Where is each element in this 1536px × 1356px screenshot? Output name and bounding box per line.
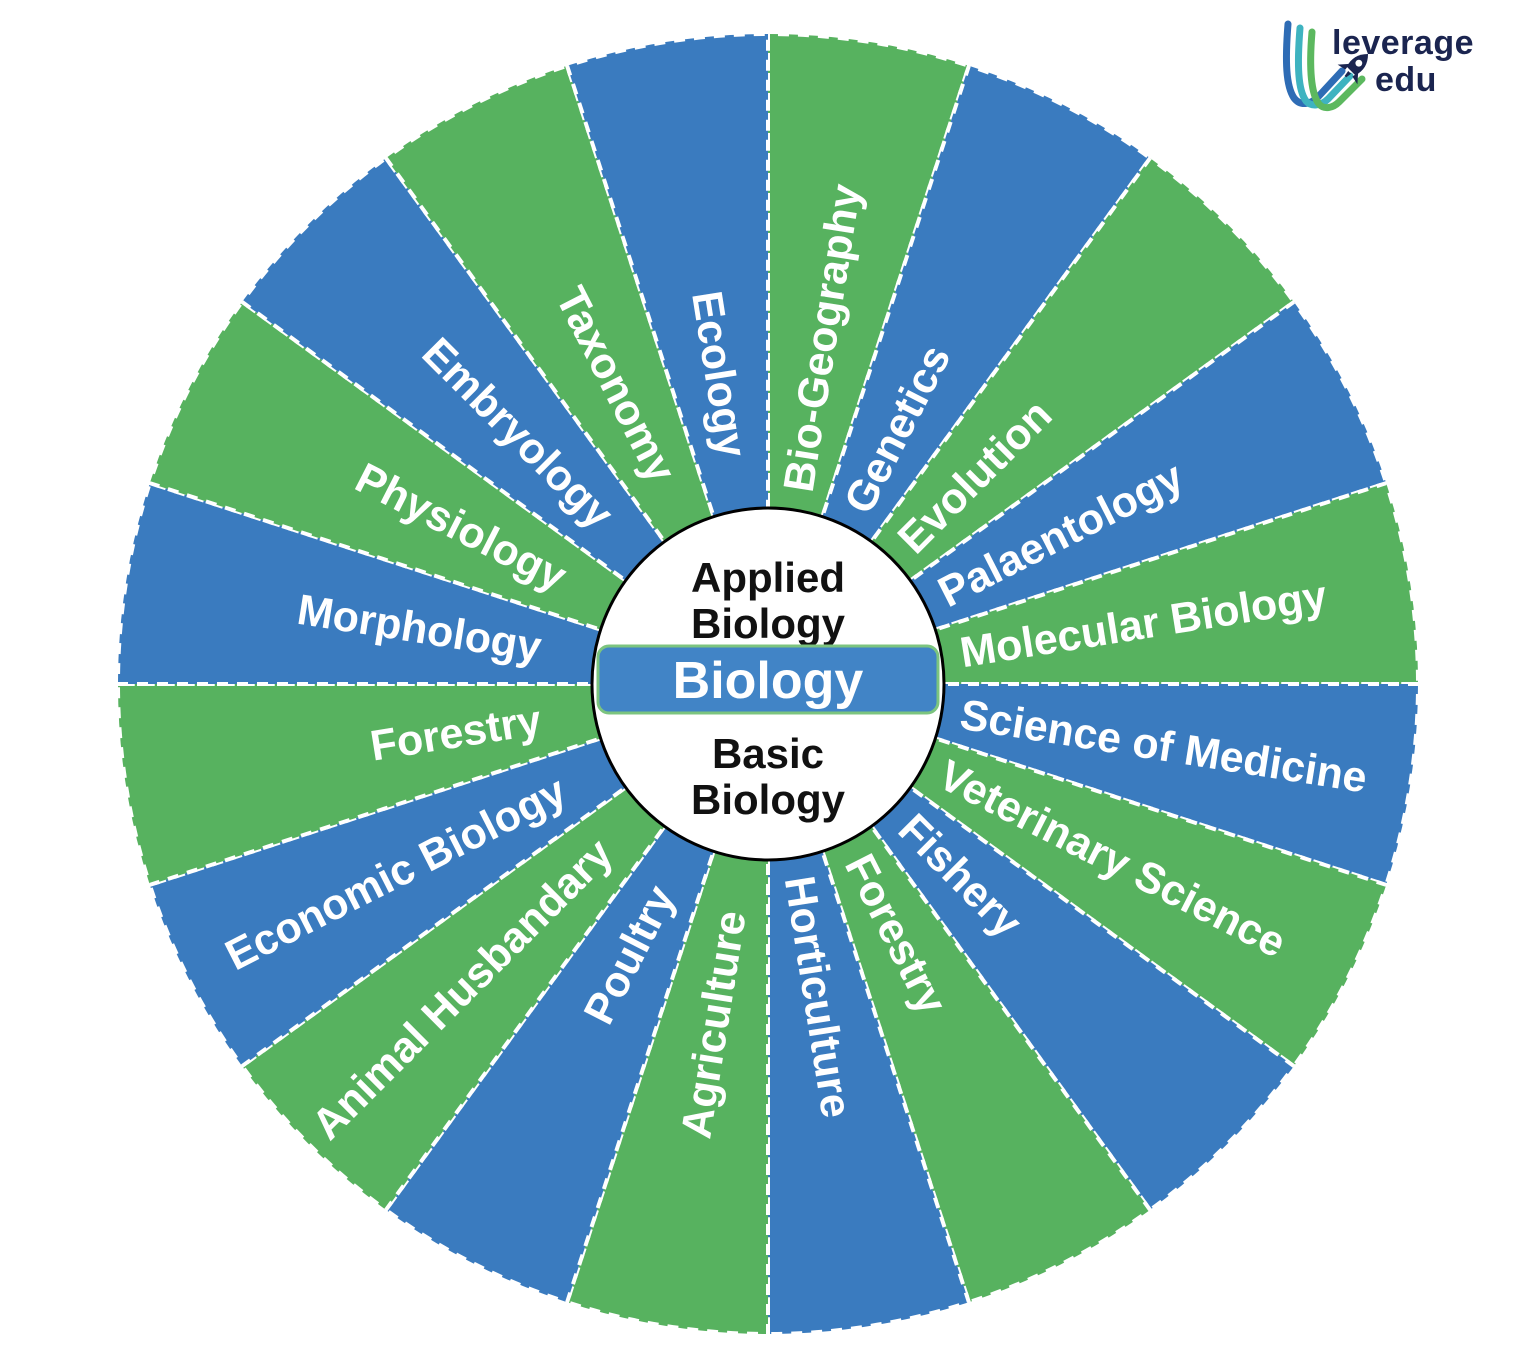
center-top-label-line1: Applied bbox=[691, 554, 845, 601]
wedge-genetics bbox=[766, 63, 1153, 686]
logo-text-edu: edu bbox=[1375, 61, 1437, 99]
logo-stripe-teal bbox=[1294, 24, 1354, 109]
wedge-poultry bbox=[383, 682, 770, 1305]
wedge-economic-biology bbox=[147, 682, 770, 1069]
logo-text-leverage: leverage bbox=[1332, 24, 1474, 62]
logo-stripe-blue bbox=[1282, 20, 1346, 107]
logo-stripes bbox=[1282, 20, 1366, 112]
leverage-edu-logo: leverage edu bbox=[1282, 20, 1474, 112]
center-top-label-line2: Biology bbox=[691, 600, 846, 647]
wedge-taxonomy bbox=[383, 63, 770, 686]
wedge-veterinary-science bbox=[766, 682, 1389, 1069]
center-bottom-label-line2: Biology bbox=[691, 776, 846, 823]
wedge-animal-husbandary bbox=[239, 682, 770, 1213]
wedge-palaentology bbox=[766, 299, 1389, 686]
center-band-label: Biology bbox=[673, 652, 864, 710]
wedge-forestry bbox=[766, 682, 1153, 1305]
wedge-physiology bbox=[147, 299, 770, 686]
wedge-embryology bbox=[239, 155, 770, 686]
logo-stripe-green bbox=[1307, 28, 1366, 112]
rocket-icon bbox=[1337, 53, 1369, 85]
center-band bbox=[596, 644, 940, 715]
center-bottom-label-line1: Basic bbox=[712, 730, 824, 777]
wedge-evolution bbox=[766, 155, 1297, 686]
wedge-fishery bbox=[766, 682, 1297, 1213]
